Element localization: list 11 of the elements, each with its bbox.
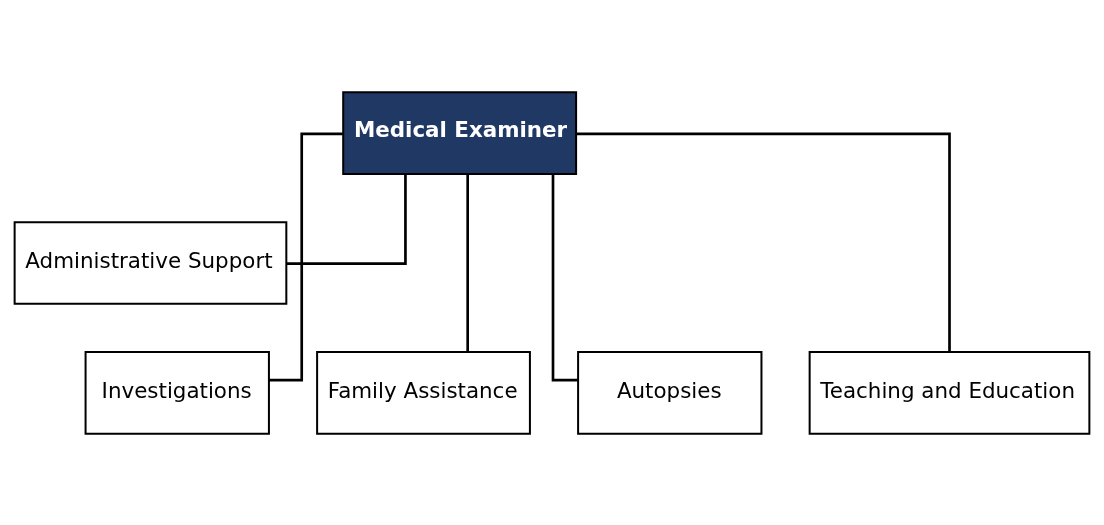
- connector: [286, 173, 407, 265]
- node-box: Administrative Support: [13, 220, 288, 305]
- node-box: Family Assistance: [316, 350, 531, 435]
- node-box: Autopsies: [577, 350, 763, 435]
- connector: [466, 173, 469, 352]
- node-box: Teaching and Education: [808, 350, 1091, 435]
- connector: [576, 132, 951, 352]
- connector: [551, 174, 578, 381]
- connector: [269, 132, 343, 381]
- node-box: Medical Examiner: [342, 90, 578, 175]
- node-box: Investigations: [84, 350, 270, 435]
